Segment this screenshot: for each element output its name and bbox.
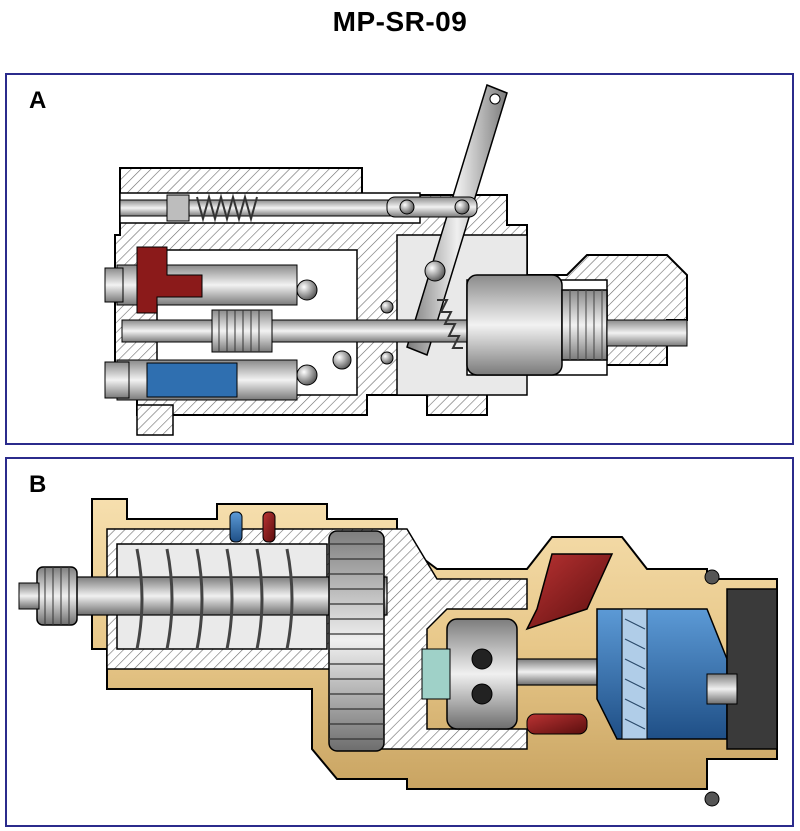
control-rod: [119, 199, 411, 217]
lower-bolt-head: [104, 361, 130, 399]
figure-a-label: A: [29, 87, 47, 114]
link-pin-2: [454, 199, 470, 215]
bearing-ball-4: [380, 300, 394, 314]
clutch-hub-b: [446, 618, 518, 730]
page-title: MP-SR-09: [332, 6, 468, 37]
red-shift-fork: [525, 553, 614, 631]
ring-gear: [328, 530, 385, 752]
hub-hole-2: [471, 683, 493, 705]
bottom-screw: [704, 791, 720, 807]
bearing-ball-1: [296, 279, 318, 301]
figure-b-label: B: [29, 471, 47, 498]
rod-nut: [166, 194, 190, 222]
main-shaft: [121, 319, 483, 343]
figure-a-cutaway: [104, 84, 688, 436]
figure-b-cutaway: [18, 498, 778, 807]
bearing-ball-5: [380, 351, 394, 365]
input-pinion: [36, 566, 78, 626]
lever-pivot-hole: [489, 93, 501, 105]
green-seal: [421, 648, 451, 700]
figure-a-frame: A: [5, 73, 794, 445]
red-fork-tip: [526, 713, 588, 735]
end-bolt: [706, 673, 738, 705]
shift-lever: [406, 84, 508, 356]
bearing-ball-3: [332, 350, 352, 370]
end-cap-b: [726, 588, 778, 750]
shaft-spline: [211, 309, 273, 353]
output-shaft-tip: [606, 319, 688, 347]
hub-hole-1: [471, 648, 493, 670]
figure-b-frame: B: [5, 457, 794, 827]
red-oil-passage: [136, 246, 203, 314]
clutch-drum: [466, 274, 563, 376]
bearing-ball-2: [296, 364, 318, 386]
blue-oil-passage: [146, 362, 238, 398]
control-rod-spring: [196, 193, 258, 223]
drain-plug: [136, 404, 174, 436]
lever-ball: [424, 260, 446, 282]
top-screw: [704, 569, 720, 585]
shaft-nose: [18, 582, 40, 610]
blue-port: [229, 511, 243, 543]
drum-spring: [437, 299, 463, 349]
pinion-gear: [561, 289, 608, 361]
upper-bolt-head: [104, 267, 124, 303]
return-spring: [135, 548, 294, 650]
red-port: [262, 511, 276, 543]
link-pin-1: [399, 199, 415, 215]
